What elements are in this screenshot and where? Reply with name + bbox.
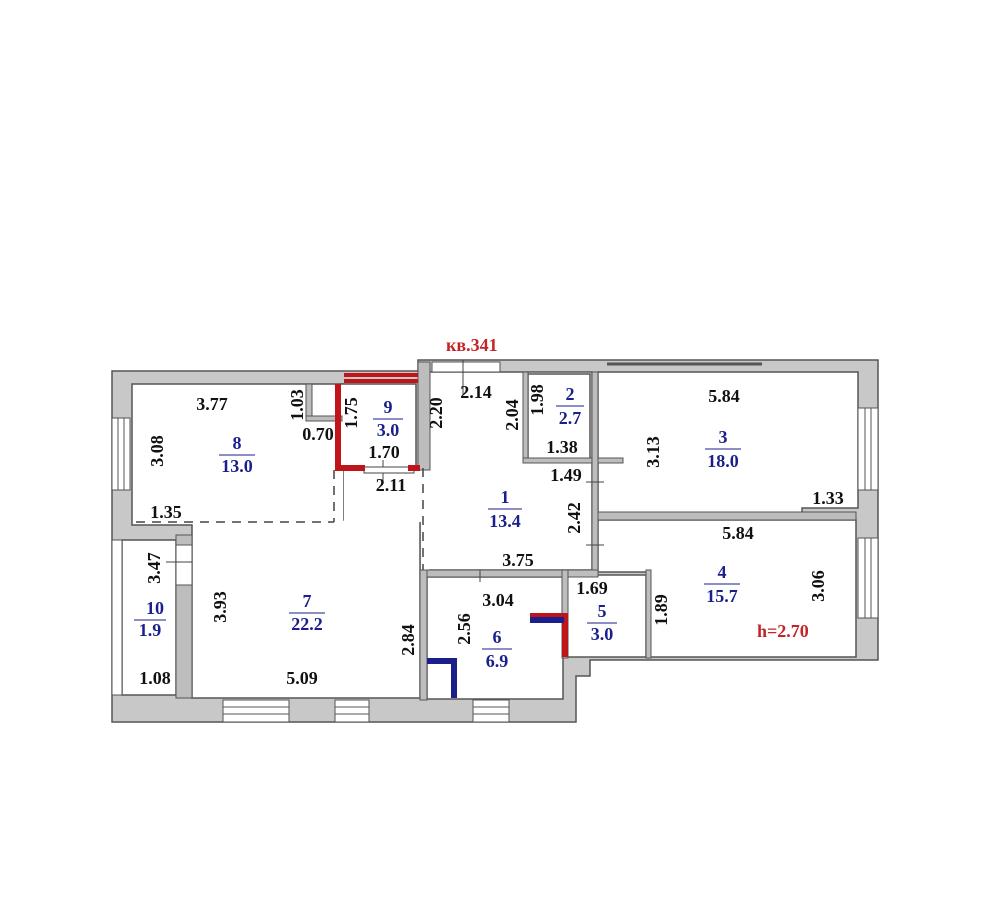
svg-text:3.77: 3.77 [196, 394, 228, 414]
svg-text:3.0: 3.0 [377, 420, 400, 440]
room-9-label: 93.0 [373, 397, 403, 440]
svg-text:8: 8 [233, 433, 242, 453]
svg-text:1.89: 1.89 [651, 594, 671, 626]
svg-text:h=2.70: h=2.70 [757, 621, 809, 641]
svg-text:3.08: 3.08 [147, 435, 167, 467]
svg-text:3: 3 [719, 427, 728, 447]
windows [111, 361, 879, 723]
svg-text:13.0: 13.0 [221, 456, 253, 476]
room-10-label: 101.9 [134, 598, 166, 640]
svg-text:1.70: 1.70 [368, 442, 400, 462]
room-4-label: 415.7 [704, 562, 740, 606]
svg-text:3.13: 3.13 [643, 436, 663, 468]
svg-text:1: 1 [501, 487, 510, 507]
room-10-area [121, 539, 177, 696]
svg-text:7: 7 [303, 591, 312, 611]
svg-text:1.38: 1.38 [546, 437, 578, 457]
svg-text:3.04: 3.04 [482, 590, 514, 610]
svg-text:2.11: 2.11 [376, 475, 407, 495]
svg-text:1.75: 1.75 [341, 397, 361, 429]
svg-text:1.33: 1.33 [812, 488, 844, 508]
svg-text:3.0: 3.0 [591, 624, 614, 644]
room-5-area [565, 574, 647, 658]
svg-text:1.03: 1.03 [287, 389, 307, 421]
room-interiors [121, 371, 859, 700]
room-2-area [527, 373, 591, 463]
svg-text:1.08: 1.08 [139, 668, 171, 688]
svg-text:1.98: 1.98 [527, 384, 547, 416]
svg-text:1.69: 1.69 [576, 578, 608, 598]
room-labels: 113.4 22.7 318.0 415.7 53.0 66.9 722.2 8… [134, 384, 741, 671]
vertical-dimension-labels: 3.08 1.03 1.75 2.20 2.04 1.98 2.42 3.13 … [144, 384, 828, 656]
svg-text:5.09: 5.09 [286, 668, 318, 688]
room-7-label: 722.2 [289, 591, 325, 634]
svg-text:2: 2 [566, 384, 575, 404]
ceiling-height-label: h=2.70 [757, 621, 809, 641]
svg-text:3.93: 3.93 [210, 591, 230, 623]
svg-text:4: 4 [718, 562, 727, 582]
room-3-label: 318.0 [705, 427, 741, 471]
svg-text:10: 10 [146, 598, 164, 618]
svg-text:1.49: 1.49 [550, 465, 582, 485]
dimension-labels: 3.77 1.35 0.70 1.70 2.11 2.14 1.38 1.49 … [139, 382, 844, 688]
room-2-label: 22.7 [556, 384, 584, 428]
svg-text:22.2: 22.2 [291, 614, 323, 634]
svg-text:1.9: 1.9 [139, 620, 162, 640]
svg-text:2.20: 2.20 [426, 397, 446, 429]
svg-text:9: 9 [384, 397, 393, 417]
svg-text:18.0: 18.0 [707, 451, 739, 471]
svg-text:2.04: 2.04 [502, 399, 522, 431]
svg-text:15.7: 15.7 [706, 586, 738, 606]
apartment-label: кв.341 [446, 335, 498, 355]
svg-text:2.56: 2.56 [454, 613, 474, 645]
svg-text:6.9: 6.9 [486, 651, 509, 671]
zone-dashed-lines [136, 468, 424, 570]
svg-text:3.75: 3.75 [502, 550, 534, 570]
svg-text:5: 5 [598, 601, 607, 621]
svg-text:кв.341: кв.341 [446, 335, 498, 355]
room-8-label: 813.0 [219, 433, 255, 476]
new-walls-red [335, 373, 568, 657]
svg-text:5.84: 5.84 [708, 386, 740, 406]
svg-text:3.06: 3.06 [808, 570, 828, 602]
svg-text:2.42: 2.42 [564, 502, 584, 534]
svg-text:6: 6 [493, 627, 502, 647]
svg-text:2.7: 2.7 [559, 408, 582, 428]
new-walls-blue [427, 617, 564, 698]
room-1-label: 113.4 [488, 487, 522, 531]
room-5-label: 53.0 [587, 601, 617, 644]
room-6-label: 66.9 [482, 627, 512, 671]
svg-text:1.35: 1.35 [150, 502, 182, 522]
svg-text:13.4: 13.4 [489, 511, 521, 531]
partitions [175, 361, 857, 701]
svg-text:5.84: 5.84 [722, 523, 754, 543]
svg-text:3.47: 3.47 [144, 552, 164, 584]
svg-text:0.70: 0.70 [302, 424, 334, 444]
svg-text:2.14: 2.14 [460, 382, 492, 402]
svg-text:2.84: 2.84 [398, 624, 418, 656]
